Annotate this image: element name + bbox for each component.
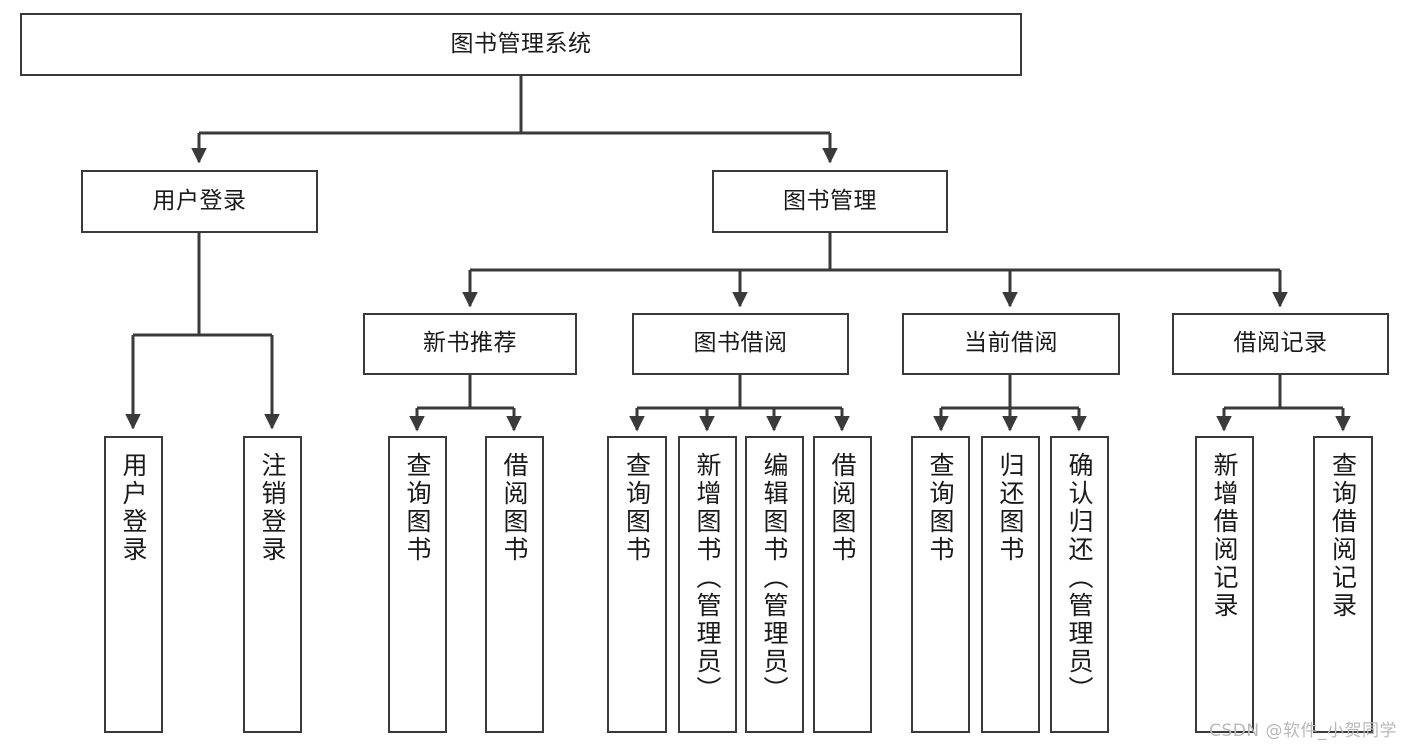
csdn-watermark: CSDN @软件_小贺同学 — [1209, 721, 1397, 741]
node-current-borrow[interactable]: 当前借阅 — [902, 313, 1120, 375]
node-book-manage[interactable]: 图书管理 — [712, 170, 948, 233]
node-user-login[interactable]: 用户登录 — [81, 170, 318, 233]
leaf-borrow-book-borrow[interactable]: 借阅图书 — [813, 436, 872, 733]
node-borrow-record[interactable]: 借阅记录 — [1172, 313, 1389, 375]
leaf-user-login[interactable]: 用户登录 — [104, 436, 163, 733]
leaf-query-book-borrow[interactable]: 查询图书 — [607, 436, 667, 733]
leaf-query-borrow-record-label: 查询借阅记录 — [1328, 452, 1358, 620]
leaf-borrow-book-borrow-label: 借阅图书 — [828, 452, 857, 564]
leaf-add-borrow-record[interactable]: 新增借阅记录 — [1195, 436, 1254, 733]
leaf-add-book-admin-label: 新增图书（管理员） — [693, 452, 722, 704]
node-book-manage-label: 图书管理 — [783, 187, 877, 214]
leaf-confirm-return-admin[interactable]: 确认归还（管理员） — [1050, 436, 1109, 733]
leaf-edit-book-admin-label: 编辑图书（管理员） — [760, 452, 789, 704]
leaf-query-book-recommendation-label: 查询图书 — [403, 452, 432, 564]
node-root-label: 图书管理系统 — [450, 30, 592, 57]
leaf-add-book-admin[interactable]: 新增图书（管理员） — [678, 436, 737, 733]
leaf-query-book-recommendation[interactable]: 查询图书 — [388, 436, 447, 733]
leaf-edit-book-admin[interactable]: 编辑图书（管理员） — [745, 436, 804, 733]
leaf-logout-label: 注销登录 — [258, 452, 287, 564]
leaf-return-book[interactable]: 归还图书 — [981, 436, 1040, 733]
leaf-user-login-label: 用户登录 — [119, 452, 148, 564]
node-borrow-record-label: 借阅记录 — [1233, 330, 1328, 357]
leaf-query-book-current[interactable]: 查询图书 — [911, 436, 970, 733]
node-new-book-recommendation[interactable]: 新书推荐 — [363, 313, 577, 375]
leaf-logout[interactable]: 注销登录 — [243, 436, 302, 733]
node-new-book-recommendation-label: 新书推荐 — [423, 330, 517, 357]
leaf-query-book-borrow-label: 查询图书 — [622, 452, 652, 564]
node-user-login-label: 用户登录 — [152, 187, 247, 214]
leaf-borrow-book-recommendation[interactable]: 借阅图书 — [485, 436, 544, 733]
leaf-return-book-label: 归还图书 — [996, 452, 1025, 564]
leaf-query-book-current-label: 查询图书 — [926, 452, 955, 564]
leaf-query-borrow-record[interactable]: 查询借阅记录 — [1313, 436, 1373, 733]
node-root[interactable]: 图书管理系统 — [20, 13, 1022, 76]
leaf-add-borrow-record-label: 新增借阅记录 — [1210, 452, 1239, 620]
node-book-borrow[interactable]: 图书借阅 — [632, 313, 849, 375]
leaf-borrow-book-recommendation-label: 借阅图书 — [500, 452, 529, 564]
node-book-borrow-label: 图书借阅 — [693, 330, 788, 357]
node-current-borrow-label: 当前借阅 — [964, 330, 1058, 357]
leaf-confirm-return-admin-label: 确认归还（管理员） — [1065, 452, 1094, 704]
